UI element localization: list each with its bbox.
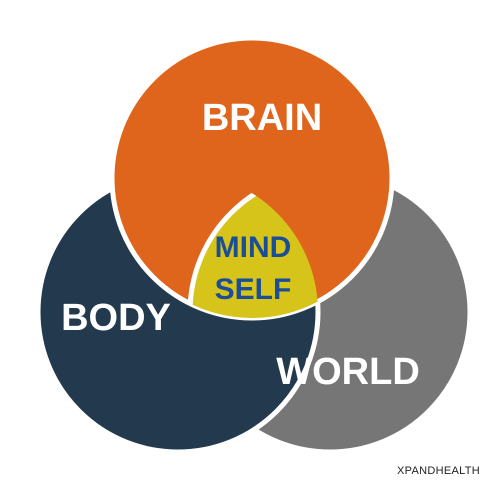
body-label: BODY [61, 297, 171, 339]
mind-label: MIND [215, 231, 292, 264]
self-label: SELF [215, 273, 292, 306]
brain-label: BRAIN [202, 97, 322, 139]
credit-text: XPANDHEALTH [397, 465, 480, 477]
world-label: WORLD [276, 351, 420, 393]
